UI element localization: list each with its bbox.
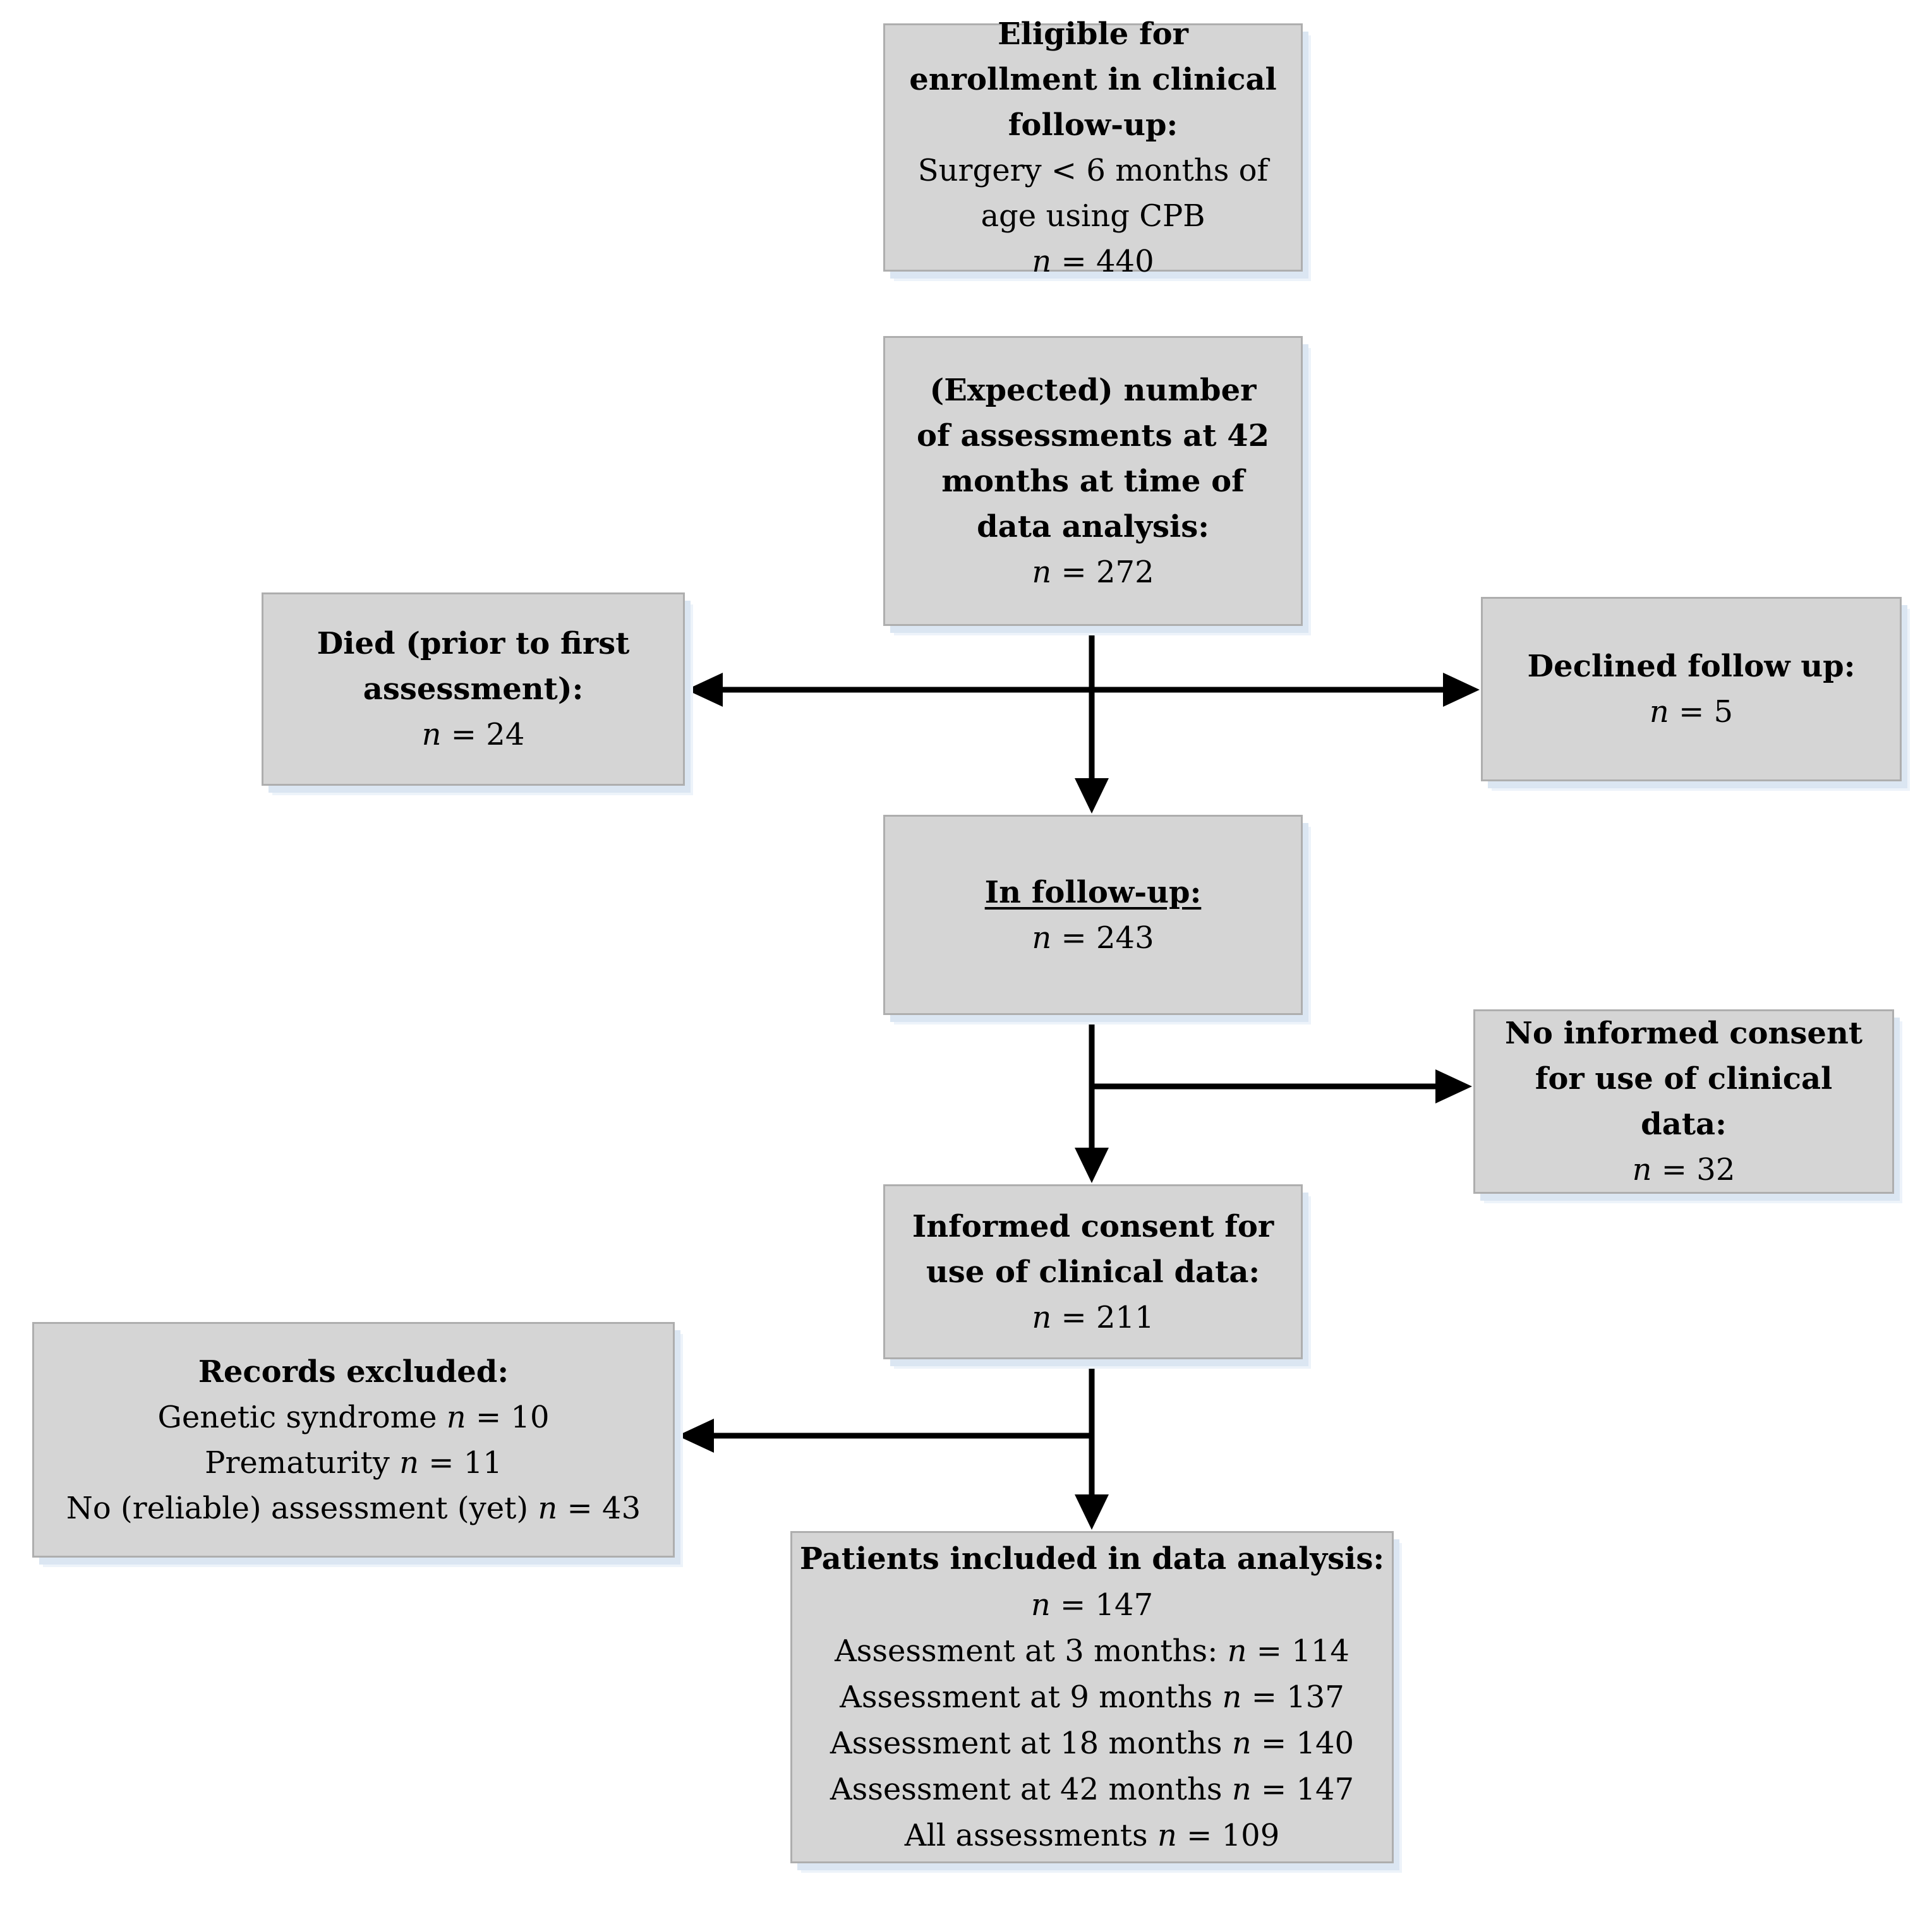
arrowhead-into-declined bbox=[1443, 673, 1480, 707]
box-line: All assessments n = 109 bbox=[904, 1817, 1280, 1853]
box-line: Assessment at 18 months n = 140 bbox=[830, 1725, 1355, 1761]
box-in-follow-up: In follow-up: n = 243 bbox=[883, 815, 1303, 1015]
box-patients-included: Patients included in data analysis: n = … bbox=[790, 1531, 1394, 1863]
box-title: (Expected) number of assessments at 42 m… bbox=[916, 372, 1270, 544]
arrowhead-into-excluded bbox=[677, 1419, 714, 1453]
box-n-value: n = 32 bbox=[1632, 1152, 1736, 1187]
arrowhead-into-died bbox=[686, 673, 723, 707]
box-title: No informed consent for use of clinical … bbox=[1504, 1016, 1863, 1142]
box-records-excluded: Records excluded: Genetic syndrome n = 1… bbox=[32, 1322, 675, 1558]
box-n-value: n = 5 bbox=[1649, 694, 1734, 730]
box-expected-assessments: (Expected) number of assessments at 42 m… bbox=[883, 336, 1303, 626]
box-n-value: n = 147 bbox=[1030, 1587, 1154, 1623]
box-line: Genetic syndrome n = 10 bbox=[157, 1399, 550, 1435]
box-title: Records excluded: bbox=[198, 1354, 509, 1390]
box-line: Surgery < 6 months of age using CPB bbox=[917, 152, 1269, 234]
box-title: Informed consent for use of clinical dat… bbox=[912, 1208, 1274, 1290]
box-no-informed-consent: No informed consent for use of clinical … bbox=[1473, 1009, 1894, 1194]
box-title: Patients included in data analysis: bbox=[799, 1541, 1385, 1577]
arrowhead-into-noconsent bbox=[1435, 1069, 1472, 1103]
box-line: Assessment at 42 months n = 147 bbox=[830, 1771, 1355, 1807]
box-died: Died (prior to first assessment): n = 24 bbox=[262, 592, 685, 786]
box-line: Assessment at 9 months n = 137 bbox=[840, 1679, 1344, 1715]
arrowhead-into-included bbox=[1075, 1494, 1109, 1530]
box-line: Prematurity n = 11 bbox=[205, 1445, 502, 1481]
box-title: Eligible for enrollment in clinical foll… bbox=[909, 16, 1277, 143]
box-declined-follow-up: Declined follow up: n = 5 bbox=[1481, 597, 1902, 781]
arrowhead-into-consent bbox=[1075, 1148, 1109, 1183]
box-n-value: n = 272 bbox=[1032, 554, 1154, 590]
box-informed-consent: Informed consent for use of clinical dat… bbox=[883, 1184, 1303, 1359]
box-n-value: n = 211 bbox=[1032, 1299, 1154, 1335]
box-n-value: n = 243 bbox=[1032, 920, 1154, 956]
box-title: Declined follow up: bbox=[1527, 649, 1856, 684]
box-eligible-for-enrollment: Eligible for enrollment in clinical foll… bbox=[883, 16, 1303, 279]
arrowhead-into-infollowup bbox=[1075, 778, 1109, 814]
box-title: In follow-up: bbox=[984, 874, 1202, 910]
box-line: No (reliable) assessment (yet) n = 43 bbox=[66, 1490, 641, 1526]
box-n-value: n = 24 bbox=[421, 717, 525, 752]
box-title: Died (prior to first assessment): bbox=[317, 626, 630, 707]
box-n-value: n = 440 bbox=[1032, 243, 1154, 279]
box-line: Assessment at 3 months: n = 114 bbox=[835, 1633, 1349, 1669]
